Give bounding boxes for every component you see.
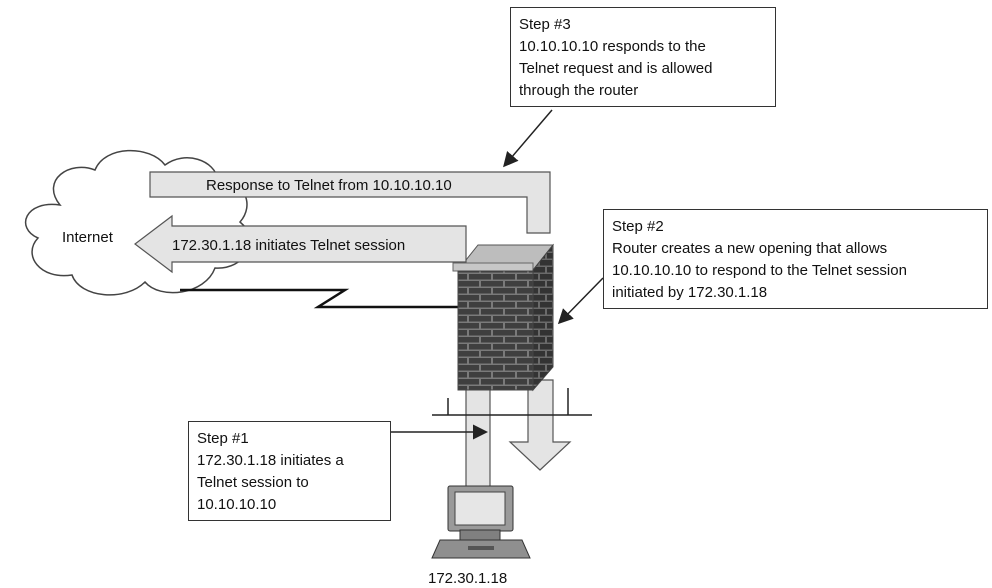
step3-title: Step #3 <box>519 16 571 33</box>
response-down-arrow <box>508 379 572 471</box>
response-arrow-label: Response to Telnet from 10.10.10.10 <box>206 177 452 194</box>
step2-callout: Step #2 Router creates a new opening tha… <box>603 209 988 309</box>
step2-line-1: Router creates a new opening that allows <box>612 240 888 257</box>
firewall-router <box>452 243 555 392</box>
step1-title: Step #1 <box>197 430 249 447</box>
cloud-label: Internet <box>62 229 114 246</box>
initiate-arrow-label: 172.30.1.18 initiates Telnet session <box>172 237 405 254</box>
response-arrow <box>149 171 551 234</box>
step1-callout: Step #1 172.30.1.18 initiates a Telnet s… <box>188 421 391 521</box>
step3-line-3: through the router <box>519 82 639 99</box>
step2-title: Step #2 <box>612 218 664 235</box>
step3-leader <box>503 109 553 168</box>
step2-line-3: initiated by 172.30.1.18 <box>612 284 768 301</box>
step3-callout: Step #3 10.10.10.10 responds to the Teln… <box>510 7 776 107</box>
step3-line-2: Telnet request and is allowed <box>519 60 713 77</box>
initiate-arrow <box>134 214 467 274</box>
step2-line-2: 10.10.10.10 to respond to the Telnet ses… <box>612 262 907 279</box>
lan-segment <box>432 388 592 416</box>
step3-line-1: 10.10.10.10 responds to the <box>519 38 706 55</box>
serial-link <box>180 288 470 309</box>
host-computer-icon <box>431 485 531 559</box>
step2-leader <box>557 277 604 325</box>
host-label: 172.30.1.18 <box>428 570 507 587</box>
step1-line-2: Telnet session to <box>197 474 309 491</box>
step1-line-3: 10.10.10.10 <box>197 496 277 513</box>
step1-line-1: 172.30.1.18 initiates a <box>197 452 344 469</box>
